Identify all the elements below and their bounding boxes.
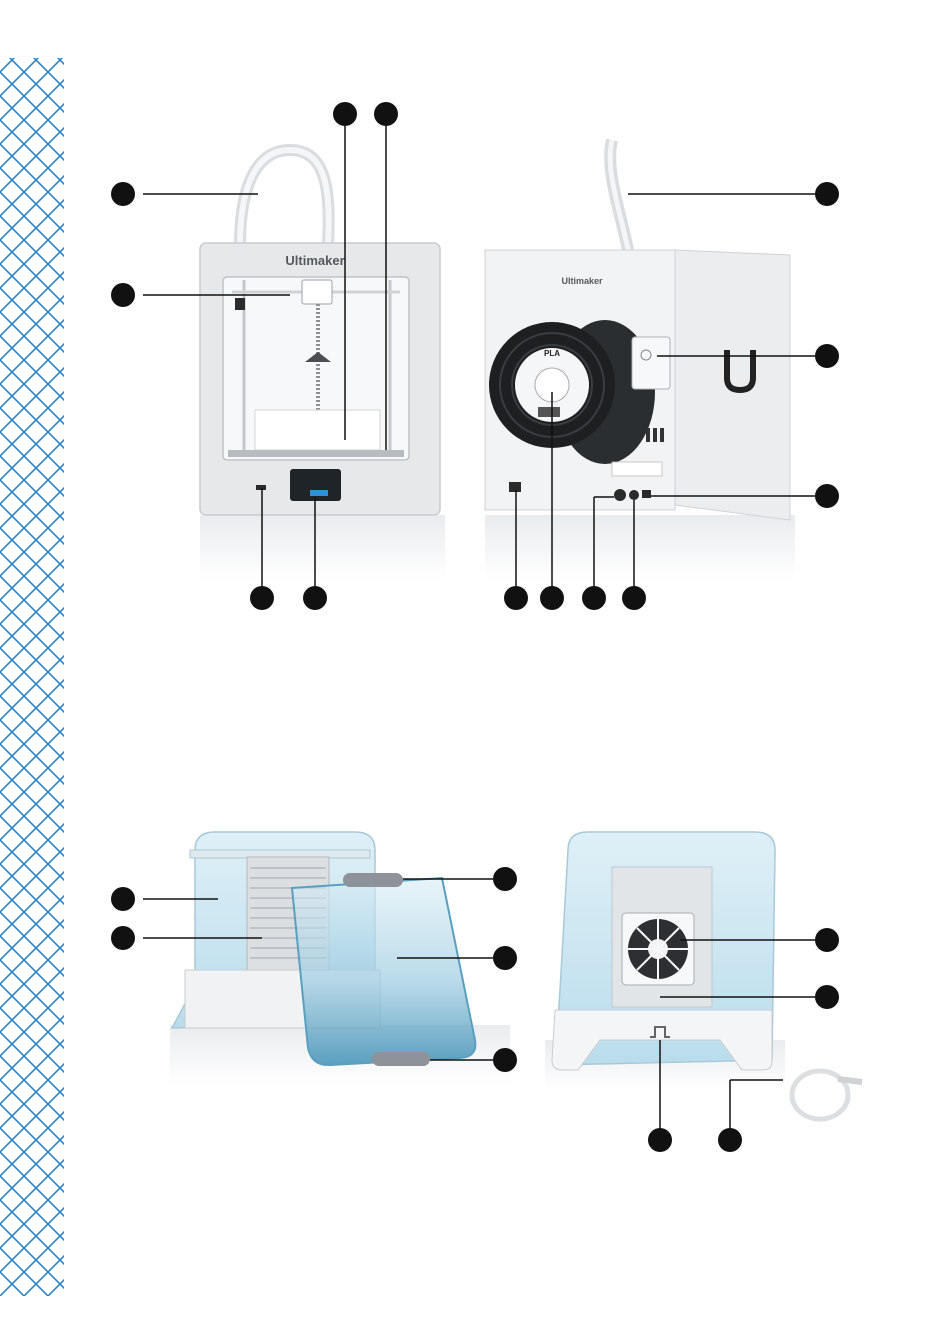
callout-dot <box>333 102 357 126</box>
callout-dot <box>582 586 606 610</box>
usb-slot <box>256 485 266 490</box>
power-socket-2 <box>629 490 639 500</box>
callout-dot <box>374 102 398 126</box>
door-hinge-bottom <box>372 1052 430 1066</box>
callout-dot <box>111 926 135 950</box>
spool-label: PLA <box>544 349 560 358</box>
callout-dot <box>303 586 327 610</box>
printer-back-view: Ultimaker PLA <box>485 140 795 580</box>
power-socket <box>614 489 626 501</box>
callout-dot <box>648 1128 672 1152</box>
brand-logo-front: Ultimaker <box>285 253 344 268</box>
callout-dot <box>540 586 564 610</box>
feeder <box>632 337 670 389</box>
door-hinge-top <box>343 873 403 887</box>
callout-dot <box>111 283 135 307</box>
ethernet-port <box>509 482 521 492</box>
callout-dot <box>493 946 517 970</box>
power-switch <box>642 490 651 498</box>
callout-dot <box>718 1128 742 1152</box>
callout-dot <box>111 887 135 911</box>
callout-dot <box>815 182 839 206</box>
callout-dot <box>815 484 839 508</box>
diagonal-grid-pattern <box>0 58 64 1296</box>
callout-dot <box>250 586 274 610</box>
printer-front-view: Ultimaker <box>200 150 445 580</box>
side-vents <box>646 428 664 442</box>
brand-logo-back: Ultimaker <box>561 276 603 286</box>
cable-icon <box>792 1071 862 1119</box>
callout-dot <box>815 344 839 368</box>
callout-dot <box>493 1048 517 1072</box>
print-head <box>302 280 332 304</box>
callout-dot <box>815 928 839 952</box>
callout-dot <box>815 985 839 1009</box>
build-plate-area <box>255 410 380 450</box>
enclosure-fan-view <box>545 832 862 1119</box>
enclosure-door <box>292 878 475 1065</box>
callout-dot <box>504 586 528 610</box>
touch-display <box>290 469 341 501</box>
callout-dot <box>493 867 517 891</box>
callout-dot <box>622 586 646 610</box>
callout-dot <box>111 182 135 206</box>
